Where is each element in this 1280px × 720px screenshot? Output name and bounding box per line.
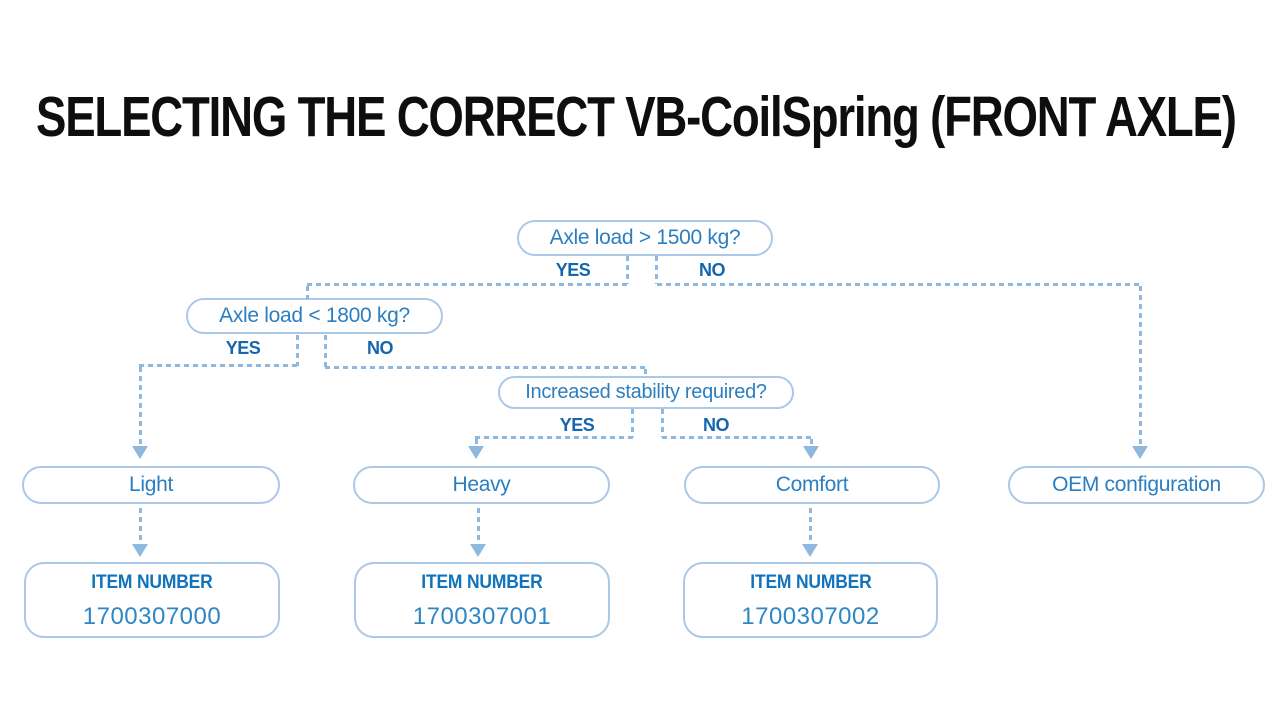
item-number-value: 1700307001 <box>412 602 552 630</box>
connector-comfort-to-item <box>809 508 812 544</box>
item-number-heading: ITEM NUMBER <box>749 571 872 593</box>
result-box-light: Light <box>22 466 280 504</box>
arrow-down-icon <box>1132 446 1148 459</box>
result-box-heavy: Heavy <box>353 466 610 504</box>
arrow-down-icon <box>470 544 486 557</box>
decision-box-axle-load-1500: Axle load > 1500 kg? <box>517 220 773 256</box>
arrow-down-icon <box>132 544 148 557</box>
result-label: OEM configuration <box>1052 473 1221 496</box>
connector-heavy-vertical <box>475 439 478 447</box>
item-number-heading: ITEM NUMBER <box>421 571 543 593</box>
connector-d1-yes-horizontal <box>307 283 628 286</box>
connector-d2-yes-stub <box>296 335 299 366</box>
arrow-down-icon <box>468 446 484 459</box>
connector-comfort-vertical <box>810 439 813 447</box>
connector-d2-no-horizontal <box>325 366 645 369</box>
decision-box-axle-load-1800: Axle load < 1800 kg? <box>186 298 443 334</box>
decision-box-increased-stability: Increased stability required? <box>498 376 794 409</box>
item-number-box-light: ITEM NUMBER 1700307000 <box>24 562 280 638</box>
connector-d3-no-stub <box>661 409 664 437</box>
decision-question: Axle load > 1500 kg? <box>549 226 741 249</box>
connector-oem-vertical <box>1139 286 1142 446</box>
connector-heavy-to-item <box>477 508 480 544</box>
connector-d3-yes-horizontal <box>475 436 634 439</box>
decision-question: Axle load < 1800 kg? <box>219 304 410 327</box>
result-label: Heavy <box>452 473 511 496</box>
connector-d1-yes-stub <box>626 256 629 284</box>
result-box-comfort: Comfort <box>684 466 940 504</box>
connector-d2-no-stub <box>324 335 327 368</box>
arrow-down-icon <box>132 446 148 459</box>
result-label: Light <box>128 473 174 496</box>
item-number-value: 1700307000 <box>82 602 222 630</box>
yes-label-decision-3: YES <box>559 415 595 435</box>
connector-d1-no-stub <box>655 256 658 284</box>
item-number-value: 1700307002 <box>741 602 880 630</box>
item-number-box-heavy: ITEM NUMBER 1700307001 <box>354 562 610 638</box>
connector-d2-yes-horizontal <box>139 364 299 367</box>
decision-question: Increased stability required? <box>525 381 767 403</box>
connector-d3-no-horizontal <box>662 436 812 439</box>
connector-d3-entry-stub <box>644 369 647 378</box>
result-label: Comfort <box>775 473 849 496</box>
connector-d1-no-horizontal <box>657 283 1142 286</box>
item-number-heading: ITEM NUMBER <box>91 571 213 593</box>
item-number-box-comfort: ITEM NUMBER 1700307002 <box>683 562 938 638</box>
connector-d3-yes-stub <box>631 409 634 437</box>
arrow-down-icon <box>802 544 818 557</box>
no-label-decision-3: NO <box>703 415 730 435</box>
result-box-oem-configuration: OEM configuration <box>1008 466 1265 504</box>
connector-light-vertical <box>139 367 142 446</box>
page-title: SELECTING THE CORRECT VB-CoilSpring (FRO… <box>36 85 1237 149</box>
connector-d2-entry-stub <box>306 286 309 299</box>
arrow-down-icon <box>803 446 819 459</box>
no-label-decision-1: NO <box>699 260 726 280</box>
yes-label-decision-1: YES <box>555 260 591 280</box>
no-label-decision-2: NO <box>367 338 394 358</box>
yes-label-decision-2: YES <box>225 338 261 358</box>
connector-light-to-item <box>139 508 142 544</box>
